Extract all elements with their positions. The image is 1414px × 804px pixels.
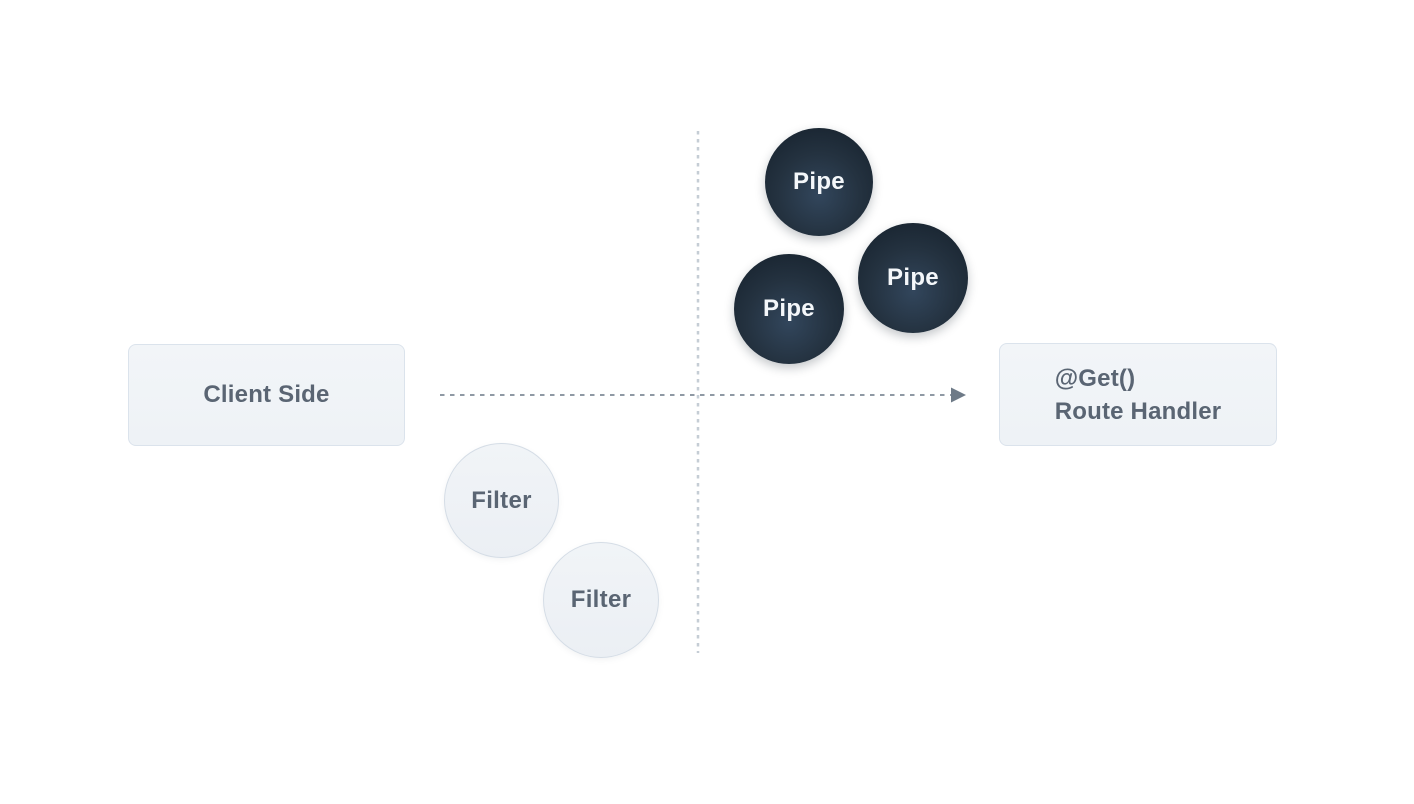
pipe-label: Pipe xyxy=(793,168,845,195)
pipe-label: Pipe xyxy=(887,264,939,291)
route-handler-decorator-line: @Get() xyxy=(1054,364,1136,392)
filter-label: Filter xyxy=(471,486,532,514)
filter-label: Filter xyxy=(570,586,632,613)
route-handler-name-line: Route Handler xyxy=(1054,397,1222,425)
client-side-label: Client Side xyxy=(203,381,330,408)
request-flow-arrowhead-icon xyxy=(951,387,966,403)
route-handler-node: @Get() Route Handler xyxy=(999,343,1277,446)
route-handler-label: @Get() Route Handler xyxy=(1055,362,1222,428)
client-side-node: Client Side xyxy=(128,344,405,446)
filter-node: Filter xyxy=(444,443,559,558)
pipe-label: Pipe xyxy=(763,295,815,322)
pipe-node: Pipe xyxy=(858,223,968,333)
pipe-node: Pipe xyxy=(734,254,844,364)
filter-node: Filter xyxy=(543,542,659,658)
pipe-node: Pipe xyxy=(765,128,873,236)
